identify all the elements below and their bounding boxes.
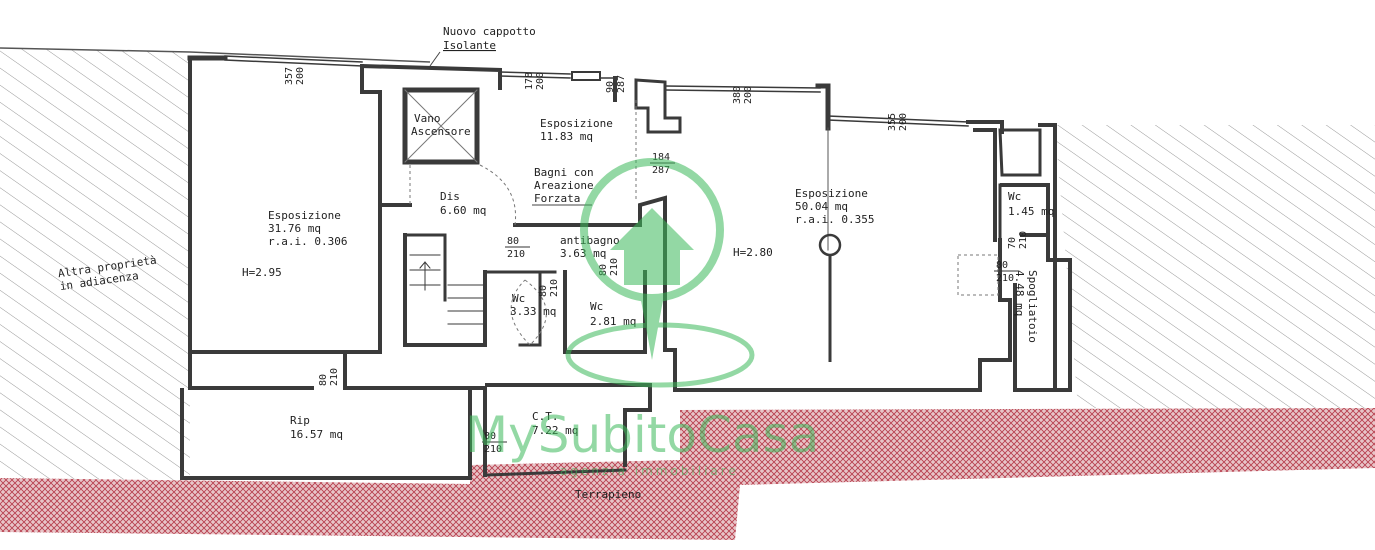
dim-d2: 80 210	[538, 279, 560, 297]
watermark-logo-icon	[565, 158, 755, 388]
column-symbol	[818, 233, 842, 257]
watermark: MySubitoCasa agenzia immobiliare	[465, 158, 819, 478]
dim-width: 90	[605, 81, 616, 93]
room-name-2: Ascensore	[411, 125, 471, 138]
room-name: Wc	[590, 300, 603, 313]
room-name: C.T.	[532, 410, 559, 423]
walls	[180, 55, 1072, 480]
dim-d5: 70 210	[1007, 231, 1029, 249]
dim-width: 178	[524, 72, 535, 90]
bagni-note: Bagni con Areazione Forzata	[532, 166, 594, 206]
dim-width: 80	[507, 236, 519, 247]
room-name: Wc	[1008, 190, 1021, 203]
dim-height: 287	[652, 165, 670, 176]
room-wc-1: Wc 3.33 mq	[510, 292, 556, 318]
dim-height: 210	[507, 249, 525, 260]
dim-width: 80	[538, 285, 549, 297]
room-height: H=2.95	[242, 266, 282, 279]
room-area: 6.60 mq	[440, 204, 486, 217]
dim-height: 210	[609, 258, 620, 276]
dim-width: 80	[598, 264, 609, 276]
room-dis: Dis 6.60 mq	[440, 190, 486, 217]
right-neighbor-hatch	[1055, 125, 1375, 408]
room-area: 1.45 mq	[1008, 205, 1054, 218]
room-area: 4.48 mq	[1013, 270, 1026, 316]
room-antibagno: antibagno 3.63 mq	[560, 234, 620, 260]
dim-d1: 80 210	[505, 236, 530, 260]
dim-w2: 178 200	[524, 72, 546, 90]
room-area: 16.57 mq	[290, 428, 343, 441]
room-name: Esposizione	[268, 209, 341, 222]
dim-height: 287	[616, 75, 627, 93]
ground-hatch	[0, 408, 1375, 540]
dim-width: 80	[996, 260, 1008, 271]
bagni-line2: Areazione	[534, 179, 594, 192]
dim-height: 200	[295, 67, 306, 85]
dim-width: 357	[284, 67, 295, 85]
door-swings	[409, 100, 999, 346]
dim-width: 80	[318, 374, 329, 386]
room-area: 50.04 mq	[795, 200, 848, 213]
dim-height: 210	[329, 368, 340, 386]
room-rai: r.a.i. 0.355	[795, 213, 874, 226]
room-area: 3.63 mq	[560, 247, 606, 260]
room-esposizione-right: Esposizione 50.04 mq r.a.i. 0.355 H=2.80	[733, 187, 874, 259]
room-esposizione-left: Esposizione 31.76 mq r.a.i. 0.306 H=2.95	[242, 209, 347, 279]
dim-d6: 80 210	[994, 260, 1019, 284]
room-wc-3: Wc 1.45 mq	[1008, 190, 1054, 218]
room-name: Esposizione	[795, 187, 868, 200]
room-rai: r.a.i. 0.306	[268, 235, 347, 248]
dim-height: 210	[996, 273, 1014, 284]
dim-height: 210	[1018, 231, 1029, 249]
dim-height: 200	[743, 86, 754, 104]
room-spogliatoio: Spogliatoio 4.48 mq	[1013, 270, 1039, 343]
room-height: H=2.80	[733, 246, 773, 259]
watermark-tagline: agenzia immobiliare	[560, 464, 739, 478]
dim-w1: 357 200	[284, 67, 306, 85]
room-area: 7.22 mq	[532, 424, 578, 437]
dim-d3: 80 210	[598, 258, 620, 276]
room-area: 11.83 mq	[540, 130, 593, 143]
dim-height: 210	[484, 444, 502, 455]
dim-height: 200	[898, 113, 909, 131]
dim-d4: 80 210	[318, 368, 340, 386]
coat-note: Nuovo cappotto Isolante	[429, 25, 536, 67]
dim-w3: 90 287	[605, 75, 627, 93]
coat-note-line1: Nuovo cappotto	[443, 25, 536, 38]
room-wc-2: Wc 2.81 mq	[590, 300, 636, 328]
dim-w5: 355 200	[887, 113, 909, 131]
room-area: 31.76 mq	[268, 222, 321, 235]
room-rip: Rip 16.57 mq	[290, 414, 343, 441]
room-name: Esposizione	[540, 117, 613, 130]
dim-d7: 80 210	[482, 431, 507, 455]
dim-width: 184	[652, 152, 670, 163]
room-area: 3.33 mq	[510, 305, 556, 318]
room-esposizione-center: Esposizione 11.83 mq	[540, 117, 613, 143]
site-line	[0, 47, 431, 63]
watermark-brand: MySubitoCasa	[465, 406, 819, 464]
dim-width: 80	[484, 431, 496, 442]
room-name: antibagno	[560, 234, 620, 247]
room-name: Spogliatoio	[1026, 270, 1039, 343]
bagni-line3: Forzata	[534, 192, 580, 205]
coat-note-line2: Isolante	[443, 39, 496, 52]
dim-height: 210	[549, 279, 560, 297]
room-ct: C.T. 7.22 mq	[532, 410, 578, 437]
room-vano-ascensore: Vano Ascensore	[411, 112, 471, 138]
dim-width: 70	[1007, 237, 1018, 249]
dim-width: 355	[887, 113, 898, 131]
left-neighbor-hatch	[0, 48, 190, 480]
room-name-1: Vano	[414, 112, 441, 125]
room-name: Dis	[440, 190, 460, 203]
dim-w4: 380 200	[732, 86, 754, 104]
ground-note: Terrapieno	[575, 488, 641, 501]
dim-width: 380	[732, 86, 743, 104]
dim-height: 200	[535, 72, 546, 90]
room-name: Rip	[290, 414, 310, 427]
bagni-line1: Bagni con	[534, 166, 594, 179]
room-name: Wc	[512, 292, 525, 305]
